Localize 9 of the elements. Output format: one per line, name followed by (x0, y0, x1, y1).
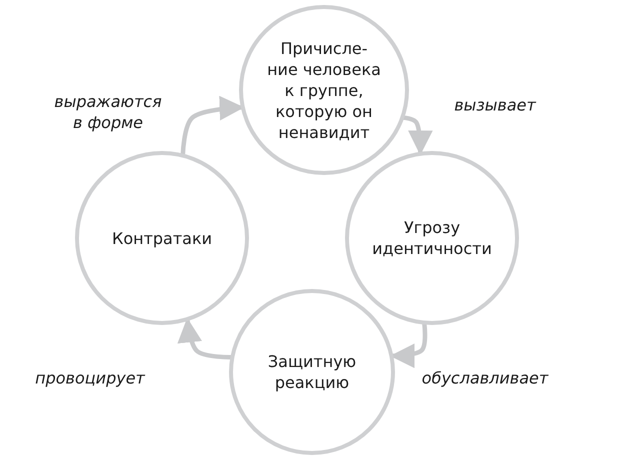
edge-label: провоцирует (35, 368, 145, 388)
node-text: Контратаки (110, 228, 214, 248)
arrow (178, 318, 232, 360)
node-text: Причисле-ние человека к группе, которую он ненавидит (266, 38, 382, 142)
edge-label: выражаются в форме (53, 91, 163, 133)
node-text: Защитную реакцию (266, 351, 358, 393)
edge-label: вызывает (454, 94, 536, 116)
node-text: Угрозу идентичности (371, 217, 493, 259)
edge-label: обуславливает (422, 368, 548, 388)
